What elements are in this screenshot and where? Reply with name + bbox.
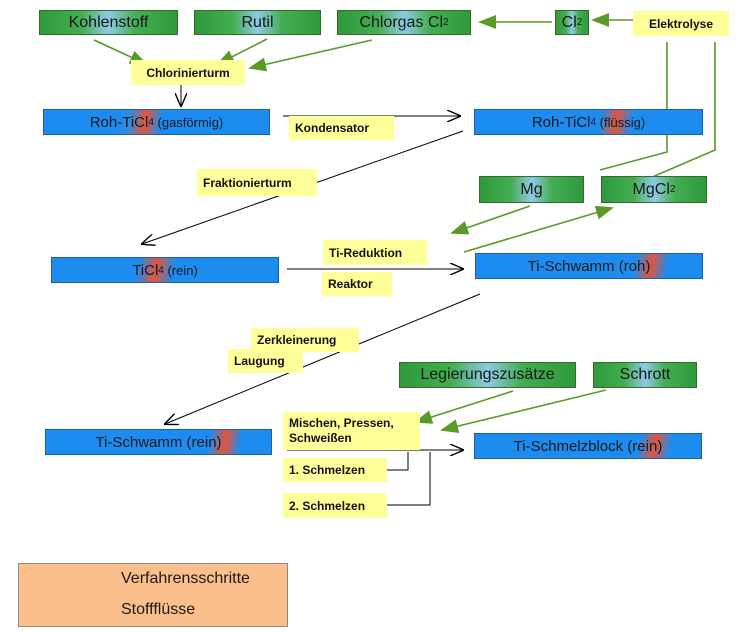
step-reaktor: Reaktor (322, 272, 392, 296)
product-ti-schmelzblock: Ti-Schmelzblock (rein) (474, 433, 702, 459)
process-line-schmelzen-2 (387, 452, 431, 506)
material-mgcl2-subscript: 2 (669, 184, 676, 195)
step-laugung-label: Laugung (234, 354, 285, 368)
material-arrow-mgcl2 (463, 205, 614, 253)
step-schmelzen-1-label: 1. Schmelzen (289, 463, 366, 477)
material-line-elektrolyse-2 (649, 42, 716, 179)
step-fraktionierturm-label: Fraktionierturm (203, 175, 292, 190)
material-rutil-label: Rutil (241, 13, 274, 31)
material-schrott: Schrott (593, 362, 697, 388)
product-roh-ticl4-gas-label-b: (gasförmig) (153, 114, 224, 130)
step-chlorierturm-label: Chlorinierturm (146, 65, 230, 80)
product-roh-ticl4-fluessig-label-b: (flüssig) (596, 114, 646, 130)
material-kohlenstoff: Kohlenstoff (39, 10, 178, 35)
material-mgcl2-label: MgCl (632, 180, 670, 198)
product-ti-schmelzblock-label: Ti-Schmelzblock (rein) (513, 437, 663, 455)
material-schrott-label: Schrott (619, 366, 671, 383)
material-arrow-chlorgas (248, 39, 373, 72)
step-schmelzen-1: 1. Schmelzen (283, 458, 387, 482)
product-ti-schwamm-rein-label: Ti-Schwamm (rein) (95, 433, 222, 451)
material-chlorgas-subscript: 2 (443, 17, 449, 28)
material-chlorgas-label: Chlorgas Cl (359, 13, 444, 31)
process-arrow-laugung (165, 293, 481, 424)
material-legierungszusaetze-label: Legierungszusätze (420, 366, 555, 383)
step-laugung: Laugung (228, 349, 303, 373)
step-schmelzen-2-label: 2. Schmelzen (289, 498, 366, 513)
product-ti-schwamm-rein: Ti-Schwamm (rein) (45, 429, 272, 455)
legend-verfahrensschritte: Verfahrensschritte (121, 570, 250, 587)
material-arrows (93, 13, 716, 434)
material-legierungszusaetze: Legierungszusätze (399, 362, 576, 388)
legend: Verfahrensschritte Stoffflüsse (18, 563, 288, 627)
material-cl2-label: Cl (561, 13, 577, 31)
material-arrow-rutil (216, 38, 268, 65)
product-ti-schwamm-roh-label: Ti-Schwamm (roh) (527, 257, 651, 275)
step-chlorierturm: Chlorinierturm (131, 60, 245, 85)
step-ti-reduktion: Ti-Reduktion (323, 240, 427, 265)
step-zerkleinerung-label: Zerkleinerung (257, 333, 337, 347)
material-arrow-legierung (414, 390, 514, 424)
material-arrow-mg (450, 205, 531, 235)
product-roh-ticl4-fluessig-subscript: 4 (590, 116, 597, 128)
step-zerkleinerung: Zerkleinerung (251, 328, 359, 352)
step-schmelzen-2: 2. Schmelzen (283, 493, 387, 518)
product-ticl4-rein-label-a: TiCl (132, 261, 159, 279)
step-ti-reduktion-label: Ti-Reduktion (329, 245, 403, 260)
product-ti-schwamm-roh: Ti-Schwamm (roh) (475, 253, 703, 279)
step-elektrolyse: Elektrolyse (633, 11, 729, 36)
product-roh-ticl4-gas-label-a: Roh-TiCl (89, 113, 149, 131)
step-mischen-line-1: Mischen, Pressen, (289, 416, 394, 430)
material-mg-label: Mg (520, 180, 543, 198)
step-mischen: Mischen, Pressen, Schweißen (283, 412, 420, 450)
legend-stoffflusse: Stoffflüsse (121, 601, 196, 618)
step-elektrolyse-label: Elektrolyse (648, 16, 714, 31)
material-rutil: Rutil (194, 10, 321, 35)
product-ticl4-rein-subscript: 4 (158, 264, 164, 276)
material-mg: Mg (479, 176, 584, 203)
process-line-schmelzen-1 (387, 452, 409, 471)
step-kondensator-label: Kondensator (295, 121, 370, 135)
material-cl2-subscript: 2 (576, 17, 583, 28)
step-mischen-line-2: Schweißen (289, 431, 352, 445)
step-reaktor-label: Reaktor (328, 277, 373, 291)
product-ticl4-rein-label-b: (rein) (163, 262, 198, 278)
step-kondensator: Kondensator (289, 116, 394, 140)
material-arrow-schrott (440, 389, 607, 434)
product-roh-ticl4-gas-subscript: 4 (148, 116, 154, 128)
step-fraktionierturm: Fraktionierturm (197, 169, 317, 196)
material-line-elektrolyse-1 (599, 42, 668, 171)
product-roh-ticl4-fluessig-label-a: Roh-TiCl (531, 113, 591, 131)
material-kohlenstoff-label: Kohlenstoff (68, 13, 149, 31)
